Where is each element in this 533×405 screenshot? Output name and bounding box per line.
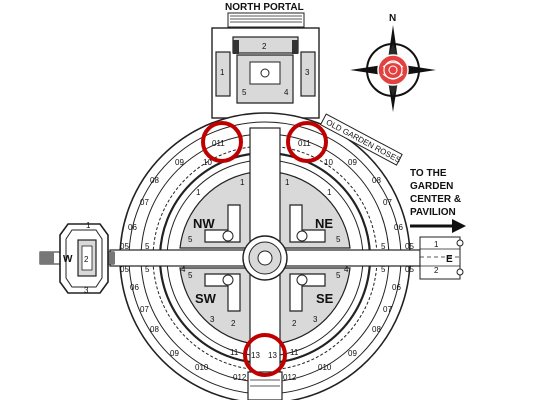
svg-text:06: 06 bbox=[130, 283, 139, 292]
svg-text:4: 4 bbox=[181, 265, 186, 274]
svg-text:09: 09 bbox=[348, 349, 357, 358]
direction-line-4: PAVILION bbox=[410, 207, 456, 218]
rose-icon bbox=[377, 54, 409, 86]
svg-text:07: 07 bbox=[383, 198, 392, 207]
svg-text:2: 2 bbox=[292, 319, 297, 328]
svg-text:2: 2 bbox=[231, 319, 236, 328]
compass-ring bbox=[366, 43, 420, 97]
svg-text:3: 3 bbox=[313, 315, 318, 324]
portal-fountain bbox=[260, 68, 270, 78]
svg-text:1: 1 bbox=[240, 178, 245, 187]
east-letter: E bbox=[446, 254, 453, 265]
svg-text:5: 5 bbox=[145, 265, 150, 274]
svg-text:5: 5 bbox=[336, 235, 341, 244]
west-number: 2 bbox=[84, 255, 89, 264]
svg-text:07: 07 bbox=[140, 305, 149, 314]
svg-text:05: 05 bbox=[120, 242, 129, 251]
direction-line-1: TO THE bbox=[410, 168, 447, 179]
svg-text:10: 10 bbox=[324, 158, 333, 167]
compass-north-letter: N bbox=[389, 13, 396, 24]
quadrant-nw-label: NW bbox=[193, 216, 215, 231]
highlight-circle-top-right bbox=[286, 121, 328, 163]
svg-text:5: 5 bbox=[336, 271, 341, 280]
quadrant-ne-label: NE bbox=[315, 216, 333, 231]
highlight-top-right-label: 011 bbox=[298, 139, 311, 148]
highlight-bottom-left-label: 13 bbox=[251, 351, 260, 360]
svg-text:06: 06 bbox=[394, 223, 403, 232]
portal-bed-right-number: 3 bbox=[305, 68, 310, 77]
highlight-circle-bottom bbox=[243, 333, 287, 377]
svg-text:09: 09 bbox=[175, 158, 184, 167]
svg-text:5: 5 bbox=[381, 242, 386, 251]
svg-text:1: 1 bbox=[196, 188, 201, 197]
svg-text:5: 5 bbox=[145, 242, 150, 251]
svg-text:5: 5 bbox=[188, 271, 193, 280]
svg-text:10: 10 bbox=[203, 158, 212, 167]
svg-text:06: 06 bbox=[392, 283, 401, 292]
north-portal: NORTH PORTAL 2 1 3 5 4 bbox=[211, 2, 320, 129]
svg-text:5: 5 bbox=[188, 235, 193, 244]
portal-bed-right bbox=[300, 51, 316, 97]
svg-text:07: 07 bbox=[383, 305, 392, 314]
portal-steps bbox=[227, 12, 305, 28]
quadrant-se-label: SE bbox=[316, 291, 334, 306]
compass: N bbox=[350, 13, 436, 112]
highlight-top-left-label: 011 bbox=[212, 139, 225, 148]
svg-text:5: 5 bbox=[381, 265, 386, 274]
svg-text:05: 05 bbox=[120, 265, 129, 274]
svg-text:010: 010 bbox=[195, 363, 209, 372]
direction-line-3: CENTER & bbox=[410, 194, 461, 205]
svg-text:09: 09 bbox=[170, 349, 179, 358]
svg-text:012: 012 bbox=[233, 373, 247, 382]
arrow-right-icon bbox=[452, 219, 466, 233]
svg-text:05: 05 bbox=[405, 242, 414, 251]
svg-text:08: 08 bbox=[372, 176, 381, 185]
svg-text:11: 11 bbox=[290, 348, 299, 357]
east-path-upper-number: 1 bbox=[434, 240, 439, 249]
north-portal-label: NORTH PORTAL bbox=[225, 2, 304, 13]
highlights: 011 011 13 13 bbox=[201, 121, 328, 377]
portal-bed-inner-right-number: 4 bbox=[284, 88, 289, 97]
east-path-lower-number: 2 bbox=[434, 266, 439, 275]
svg-text:4: 4 bbox=[344, 265, 349, 274]
west-structure: W 2 1 3 bbox=[39, 221, 115, 295]
svg-text:08: 08 bbox=[150, 176, 159, 185]
svg-text:11: 11 bbox=[230, 348, 239, 357]
quadrant-sw-label: SW bbox=[195, 291, 217, 306]
direction-line-2: GARDEN bbox=[410, 181, 453, 192]
west-bottom-number: 3 bbox=[84, 286, 89, 295]
svg-text:1: 1 bbox=[327, 188, 332, 197]
west-top-number: 1 bbox=[86, 221, 91, 230]
portal-bed-left bbox=[215, 51, 231, 97]
svg-text:08: 08 bbox=[372, 325, 381, 334]
svg-text:09: 09 bbox=[348, 158, 357, 167]
svg-text:06: 06 bbox=[128, 223, 137, 232]
east-path: 1 2 E bbox=[419, 236, 464, 280]
svg-text:012: 012 bbox=[283, 373, 297, 382]
highlight-bottom-right-label: 13 bbox=[268, 351, 277, 360]
highlight-circle-top-left bbox=[201, 121, 243, 163]
svg-text:010: 010 bbox=[318, 363, 332, 372]
portal-bed-left-number: 1 bbox=[220, 68, 225, 77]
svg-text:08: 08 bbox=[150, 325, 159, 334]
portal-bed-inner-left-number: 5 bbox=[242, 88, 247, 97]
svg-text:05: 05 bbox=[405, 265, 414, 274]
portal-bed-top-number: 2 bbox=[262, 42, 267, 51]
svg-text:1: 1 bbox=[285, 178, 290, 187]
garden-center-direction: TO THE GARDEN CENTER & PAVILION bbox=[410, 168, 466, 233]
west-letter: W bbox=[63, 254, 73, 265]
svg-text:3: 3 bbox=[210, 315, 215, 324]
svg-text:07: 07 bbox=[140, 198, 149, 207]
